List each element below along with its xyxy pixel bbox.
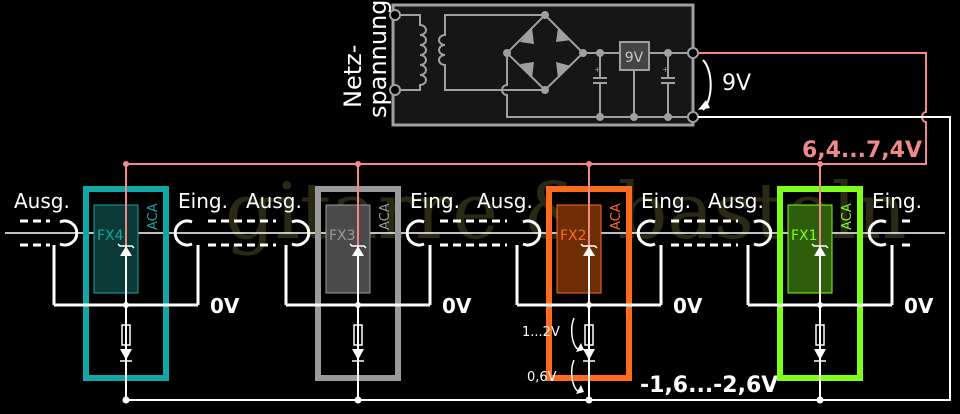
unit-body-fx3 [325,204,371,294]
diode-drop-arrow-icon [570,359,580,393]
rail-junction-fx2 [586,161,592,167]
diode-icon [814,349,826,360]
ground-label-fx4: 0V [210,294,240,318]
ground-junction-fx3 [355,302,361,308]
rail-junction-fx3 [355,161,361,167]
unit-tag-fx3: ACA [378,203,393,230]
unit-name-fx4: FX4 [97,228,124,244]
cap-plus-2: + [662,65,669,74]
ground-junction-fx2 [586,302,592,308]
ground-label-fx1: 0V [904,294,934,318]
zener-diode-icon [120,246,132,256]
resistor-icon [121,324,131,346]
ground-junction-fx4 [123,302,129,308]
unit-tag-fx2: ACA [609,203,624,230]
output-jack-fx2[interactable] [522,219,542,247]
arrow-head-icon [698,100,710,110]
unit-body-fx2 [556,204,602,294]
unit-body-fx4 [93,204,139,294]
mains-label-line1: Netz- [339,45,367,108]
output-jack-fx4[interactable] [59,219,79,247]
resistor-drop-arrow-icon [570,317,580,351]
regulator-label: 9V [625,50,644,66]
resistor-drop-label: 1...2V [522,325,560,340]
diode-drop-label: 0,6V [527,370,557,385]
zener-diode-icon [814,246,826,256]
negative-junction-fx1 [816,396,824,404]
unit-tag-fx1: ACA [840,203,855,230]
zener-bar-icon [580,243,598,249]
input-jack-fx3[interactable] [405,219,425,247]
diode-icon [352,349,364,360]
supply-terminal-positive [687,47,699,59]
input-label-fx4: Eing. [178,189,228,213]
arrow-head-icon [576,385,584,394]
transformer-icon [393,14,545,91]
rail-voltage-label: 6,4...7,4V [802,138,922,163]
resistor-icon [353,324,363,346]
negative-junction-fx2 [585,396,593,404]
input-label-fx3: Eing. [410,189,460,213]
mains-label-line2: spannung [364,0,392,118]
unit-body-fx1 [787,204,833,294]
input-jack-fx2[interactable] [636,219,656,247]
unit-name-fx3: FX3 [329,228,356,244]
input-label-fx1: Eing. [872,189,922,213]
zener-bar-icon [117,243,135,249]
rectifier-diodes [503,11,672,121]
output-label-fx4: Ausg. [14,189,70,213]
unit-name-fx1: FX1 [791,228,818,244]
negative-junction-fx4 [122,396,130,404]
output-jack-fx1[interactable] [753,219,773,247]
ground-label-fx3: 0V [442,294,472,318]
resistor-icon [584,324,594,346]
negative-junction-fx3 [354,396,362,404]
mains-terminal-top [389,9,401,21]
supply-output-voltage: 9V [722,71,751,96]
resistor-icon [815,324,825,346]
mains-terminal-bottom [389,84,401,96]
zener-bar-icon [349,243,367,249]
ground-junction-fx1 [817,302,823,308]
unit-tag-fx4: ACA [146,203,161,230]
output-label-fx1: Ausg. [708,189,764,213]
unit-name-fx2: FX2 [560,228,587,244]
input-jack-fx1[interactable] [867,219,887,247]
rail-junction-fx4 [123,161,129,167]
power-supply: 9V + + [389,3,699,127]
zener-bar-icon [811,243,829,249]
zener-diode-icon [352,246,364,256]
negative-rail-voltage-label: -1,6...-2,6V [640,373,778,398]
diode-icon [120,349,132,360]
rail-junction-fx1 [817,161,823,167]
zener-diode-icon [583,246,595,256]
output-label-fx3: Ausg. [246,189,302,213]
input-jack-fx4[interactable] [173,219,193,247]
negative-rail [126,116,951,401]
supply-terminal-negative [687,111,699,123]
output-jack-fx3[interactable] [291,219,311,247]
ground-label-fx2: 0V [673,294,703,318]
arrow-head-icon [576,343,584,352]
input-label-fx2: Eing. [641,189,691,213]
voltage-regulator [619,41,650,71]
output-label-fx2: Ausg. [477,189,533,213]
diode-icon [583,349,595,360]
cap-plus-1: + [594,65,601,74]
